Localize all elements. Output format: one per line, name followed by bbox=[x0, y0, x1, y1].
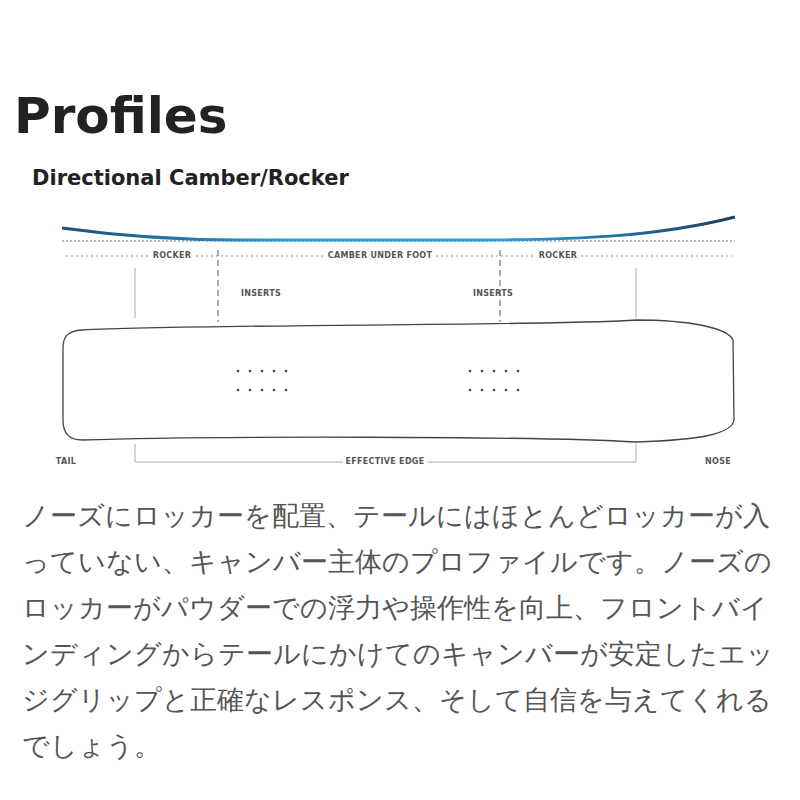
insert-hole bbox=[285, 389, 288, 392]
insert-hole bbox=[493, 370, 496, 373]
end-label: TAIL bbox=[53, 457, 79, 467]
insert-hole bbox=[285, 370, 288, 373]
zone-label: ROCKER bbox=[536, 251, 580, 261]
zone-label: CAMBER UNDER FOOT bbox=[325, 251, 435, 261]
description: ノーズにロッカーを配置、テールにはほとんどロッカーが入っていない、キャンバー主体… bbox=[22, 493, 782, 769]
edge-marker bbox=[135, 268, 636, 318]
insert-hole bbox=[273, 370, 276, 373]
insert-hole bbox=[237, 370, 240, 373]
insert-hole bbox=[469, 389, 472, 392]
zone-label: ROCKER bbox=[150, 251, 194, 261]
insert-hole bbox=[469, 370, 472, 373]
insert-hole bbox=[517, 389, 520, 392]
insert-hole bbox=[261, 389, 264, 392]
profile-curve bbox=[62, 217, 735, 240]
insert-hole bbox=[261, 370, 264, 373]
board-outline bbox=[63, 320, 734, 442]
insert-hole bbox=[249, 389, 252, 392]
insert-hole bbox=[505, 370, 508, 373]
end-label: NOSE bbox=[702, 457, 734, 467]
insert-hole bbox=[517, 370, 520, 373]
edge-label: EFFECTIVE EDGE bbox=[343, 457, 428, 467]
insert-holes bbox=[237, 370, 520, 392]
title: Profiles bbox=[14, 86, 228, 146]
insert-hole bbox=[505, 389, 508, 392]
insert-hole bbox=[237, 389, 240, 392]
inserts-label: INSERTS bbox=[470, 289, 516, 299]
insert-hole bbox=[481, 370, 484, 373]
insert-hole bbox=[481, 389, 484, 392]
insert-hole bbox=[493, 389, 496, 392]
inserts-label: INSERTS bbox=[238, 289, 284, 299]
subtitle: Directional Camber/Rocker bbox=[32, 164, 349, 192]
insert-hole bbox=[249, 370, 252, 373]
insert-divider bbox=[218, 250, 500, 322]
insert-hole bbox=[273, 389, 276, 392]
